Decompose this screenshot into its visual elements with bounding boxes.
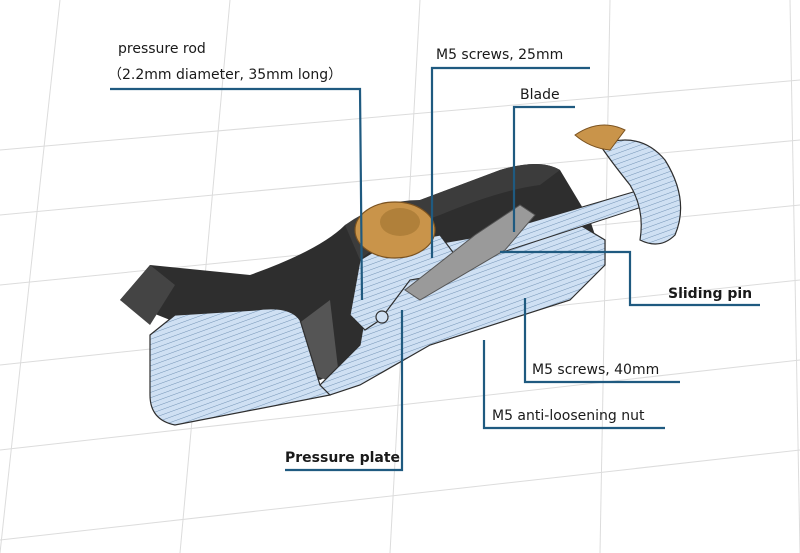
label-pressure-plate: Pressure plate — [285, 450, 401, 466]
pressure-rod — [375, 310, 389, 324]
blade — [404, 204, 536, 301]
leader-sliding-pin — [500, 250, 760, 307]
label-pressure-rod-spec: （2.2mm diameter, 35mm long） — [108, 67, 343, 83]
label-m5-screws-40: M5 screws, 40mm — [532, 362, 660, 378]
leader-blade — [512, 105, 575, 232]
leader-lines — [110, 66, 760, 472]
leader-m5-25 — [430, 66, 590, 258]
label-sliding-pin: Sliding pin — [668, 286, 753, 302]
label-m5-nut: M5 anti-loosening nut — [492, 408, 645, 424]
label-blade: Blade — [520, 87, 560, 103]
label-m5-screws-25: M5 screws, 25mm — [436, 47, 564, 63]
leader-pressure-rod — [110, 87, 364, 301]
leader-m5-40 — [523, 298, 680, 384]
adjusting-screw — [469, 124, 682, 261]
leader-nut — [482, 340, 665, 430]
leader-pressure-plate — [285, 310, 404, 472]
label-pressure-rod: pressure rod — [118, 41, 206, 57]
brass-knob — [354, 201, 436, 259]
